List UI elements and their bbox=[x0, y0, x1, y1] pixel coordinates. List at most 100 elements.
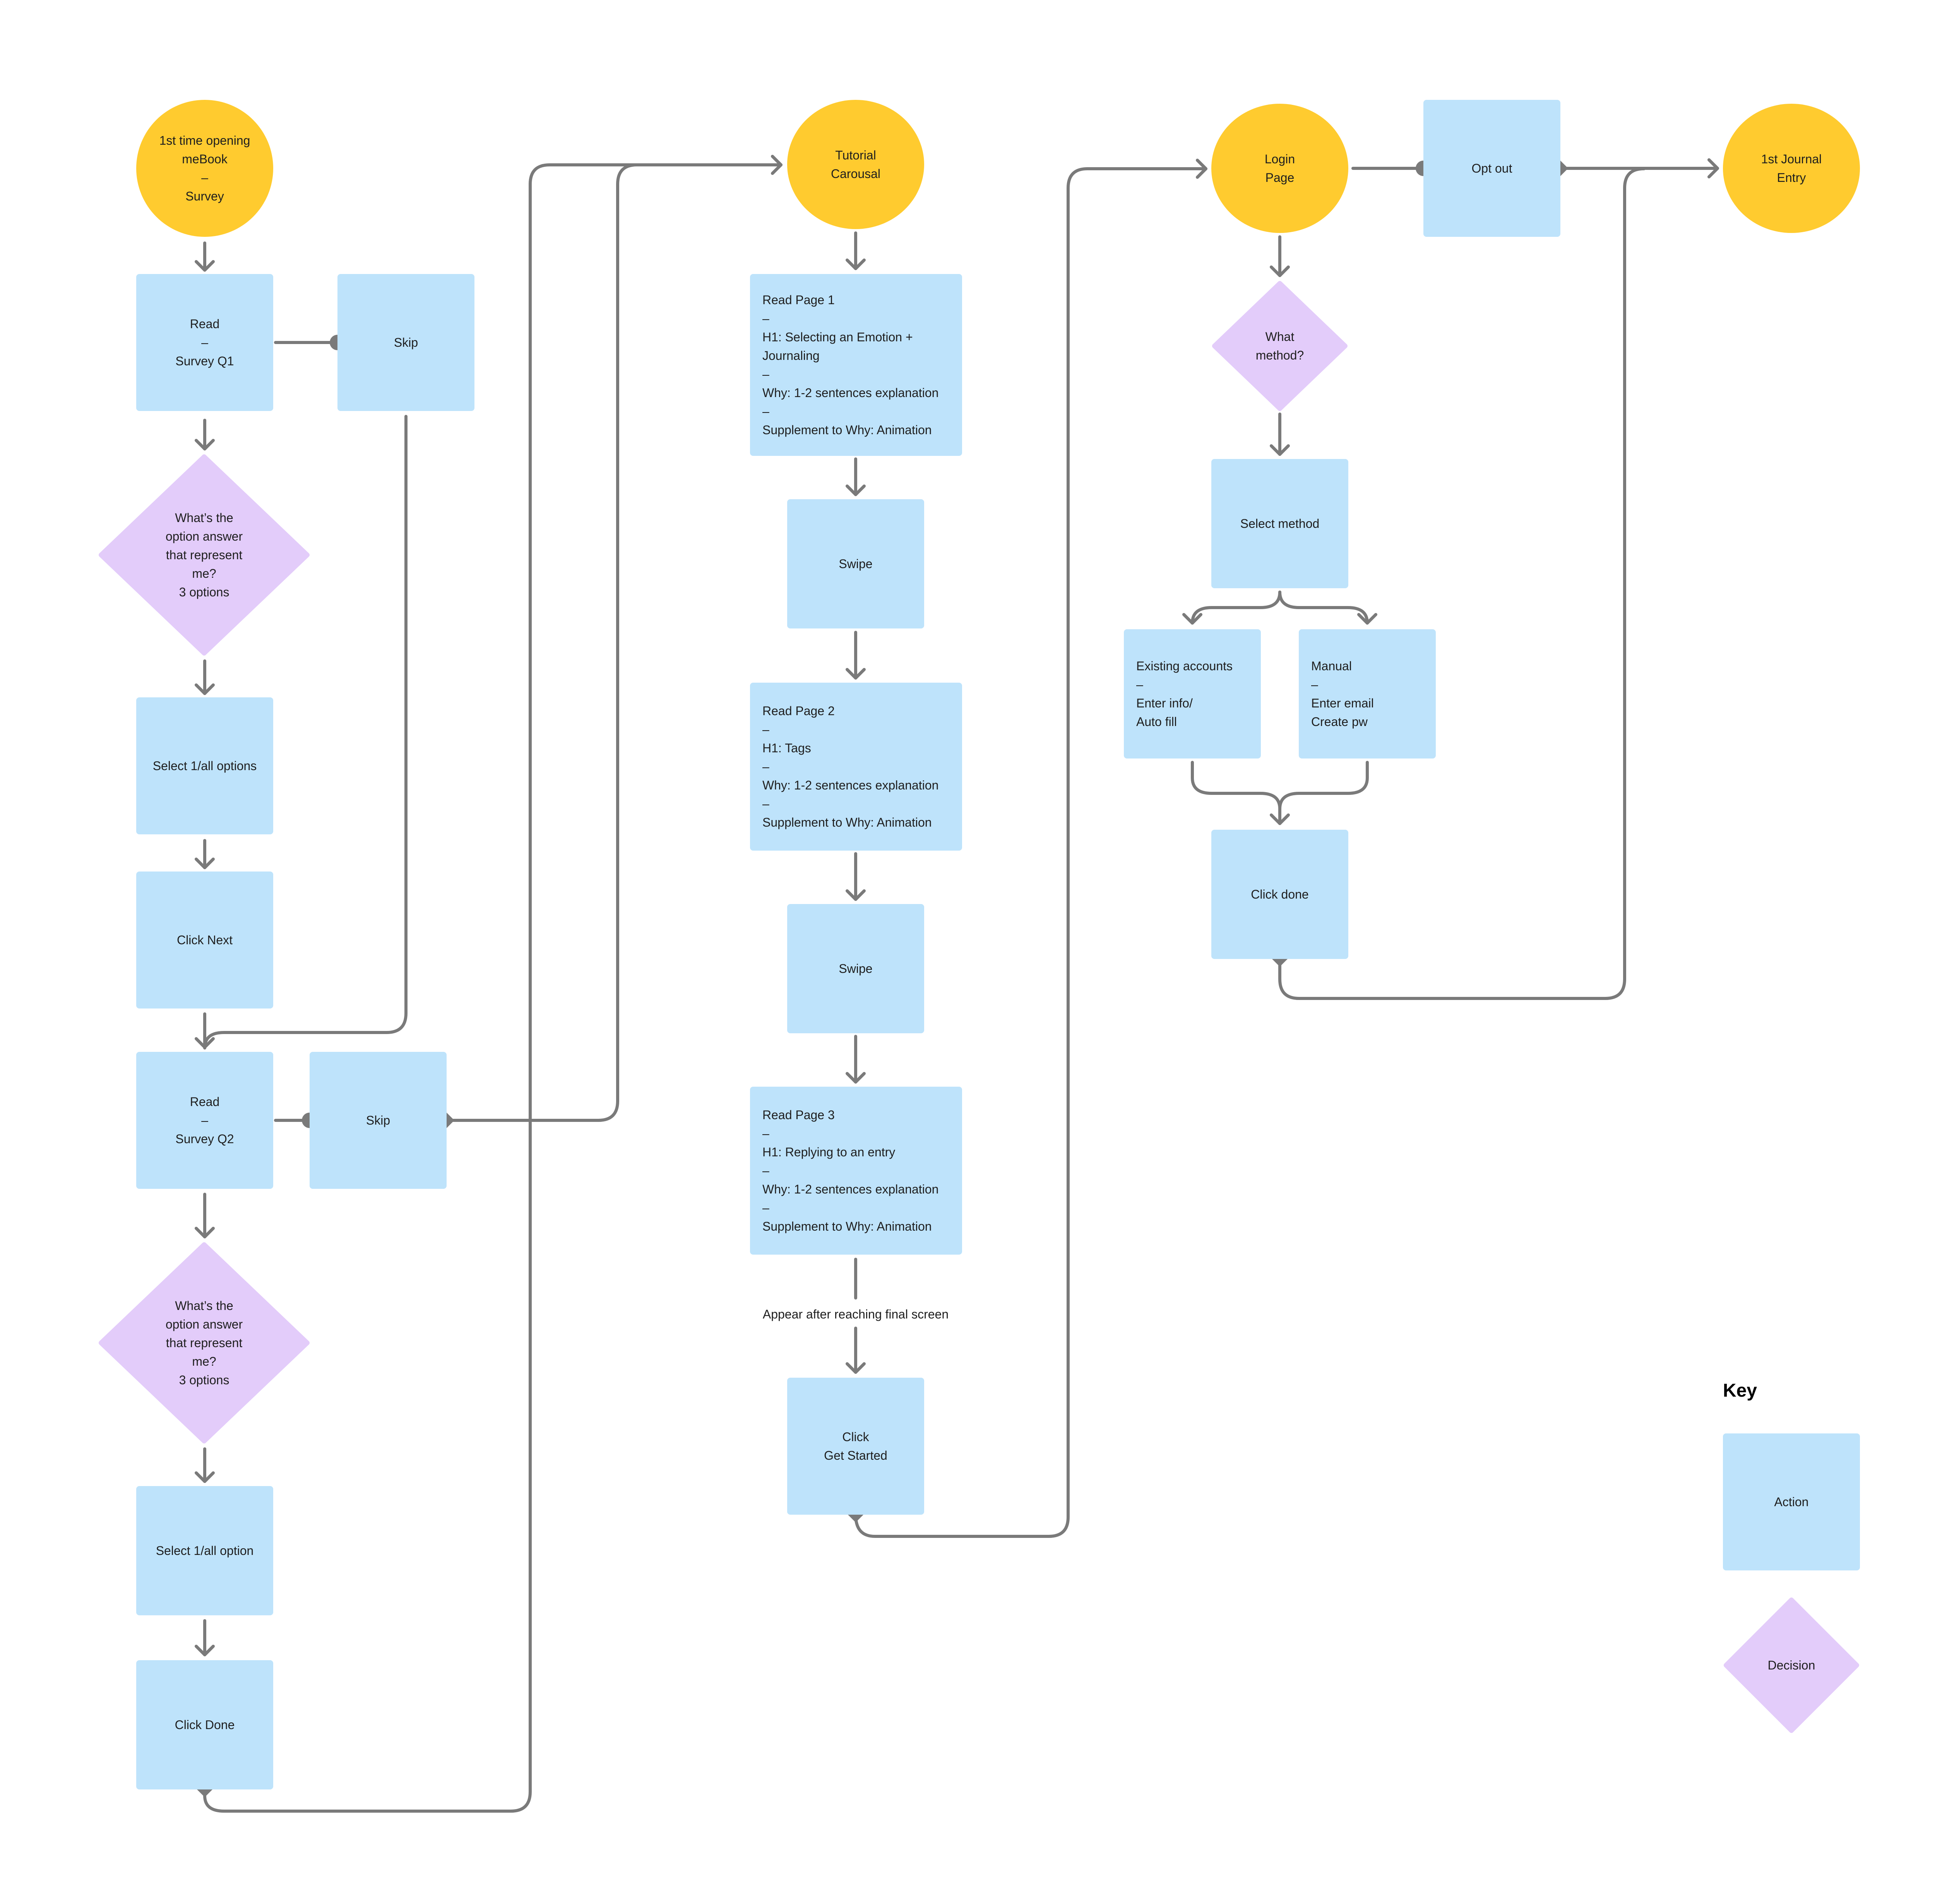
label-line: Click Next bbox=[176, 933, 233, 947]
label-line: – bbox=[762, 1127, 769, 1140]
label-line: Create pw bbox=[1311, 715, 1368, 729]
line-done-login-to-journal bbox=[1278, 167, 1646, 1000]
existing-accounts-label: Existing accounts–Enter info/Auto fill bbox=[1124, 629, 1261, 759]
label-line: method? bbox=[1255, 348, 1304, 362]
skip-q2-box: Skip bbox=[310, 1052, 447, 1189]
select-method-label: Select method bbox=[1211, 459, 1348, 588]
label-line: – bbox=[1311, 678, 1318, 692]
label-line: Existing accounts bbox=[1136, 659, 1233, 673]
label-line: 1st Journal bbox=[1761, 152, 1822, 166]
arrowhead bbox=[846, 889, 866, 901]
label-line: Select 1/all options bbox=[152, 759, 257, 773]
label-line: Supplement to Why: Animation bbox=[762, 423, 932, 437]
label-line: Swipe bbox=[839, 962, 873, 976]
read-survey-q2-box: Read–Survey Q2 bbox=[136, 1052, 273, 1189]
label-line: 3 options bbox=[179, 585, 229, 599]
select-method-box: Select method bbox=[1211, 459, 1348, 588]
swipe-2-box: Swipe bbox=[787, 904, 924, 1033]
label-line: Survey bbox=[185, 189, 224, 203]
label-line: – bbox=[1136, 678, 1143, 692]
label-line: me? bbox=[192, 567, 216, 580]
label-line: Skip bbox=[366, 1113, 390, 1127]
read-page2-box: Read Page 2–H1: Tags–Why: 1-2 sentences … bbox=[750, 683, 962, 851]
label-line: – bbox=[762, 312, 769, 325]
label-line: Auto fill bbox=[1136, 715, 1177, 729]
label-line: Read Page 1 bbox=[762, 293, 835, 307]
label-line: What bbox=[1265, 330, 1295, 344]
label-line: Survey Q1 bbox=[175, 354, 234, 368]
label-line: that represent bbox=[166, 1336, 243, 1350]
arrowhead bbox=[195, 439, 215, 450]
read-survey-q1-box: Read–Survey Q1 bbox=[136, 274, 273, 411]
arrowhead bbox=[195, 260, 215, 272]
line-merge-right bbox=[1278, 761, 1369, 810]
arrowhead bbox=[846, 1362, 866, 1374]
select-q1-label: Select 1/all options bbox=[136, 697, 273, 834]
label-line: Click Done bbox=[175, 1718, 235, 1732]
key-decision-label: Decision bbox=[1723, 1597, 1860, 1734]
line-branch-left bbox=[1191, 591, 1281, 625]
label-line: Entry bbox=[1777, 171, 1806, 185]
label-line: Why: 1-2 sentences explanation bbox=[762, 386, 939, 400]
arrowhead bbox=[846, 1072, 866, 1084]
label-line: Skip bbox=[394, 336, 418, 349]
arrowhead bbox=[846, 485, 866, 496]
label-line: Page bbox=[1265, 171, 1295, 185]
arrowhead bbox=[771, 155, 783, 175]
label-line: Decision bbox=[1767, 1658, 1815, 1672]
read-survey-q2-label: Read–Survey Q2 bbox=[136, 1052, 273, 1189]
swipe-1-label: Swipe bbox=[787, 499, 924, 628]
label-line: option answer bbox=[165, 1317, 243, 1331]
label-line: Carousal bbox=[831, 167, 881, 181]
label-line: Opt out bbox=[1471, 161, 1512, 175]
arrowhead bbox=[1357, 613, 1377, 625]
decision-method-diamond: What method? bbox=[1211, 280, 1348, 412]
swipe-1-box: Swipe bbox=[787, 499, 924, 628]
arrowhead bbox=[1182, 613, 1202, 625]
label-line: Read bbox=[190, 317, 220, 331]
label-line: – bbox=[762, 797, 769, 811]
label-line: 3 options bbox=[179, 1373, 229, 1387]
read-page3-label: Read Page 3–H1: Replying to an entry–Why… bbox=[750, 1087, 962, 1255]
label-line: Read Page 3 bbox=[762, 1108, 835, 1122]
line-branch-right bbox=[1278, 591, 1369, 625]
read-page2-label: Read Page 2–H1: Tags–Why: 1-2 sentences … bbox=[750, 683, 962, 851]
key-title: Key bbox=[1723, 1380, 1757, 1401]
decision-method-shape bbox=[1212, 281, 1348, 411]
label-line: Click done bbox=[1251, 887, 1309, 901]
arrowhead bbox=[195, 1471, 215, 1483]
decision-q2-shape bbox=[99, 1242, 310, 1443]
label-line: – bbox=[201, 171, 208, 185]
label-line: me? bbox=[192, 1354, 216, 1368]
label-line: – bbox=[762, 1164, 769, 1178]
label-line: Read bbox=[190, 1095, 220, 1109]
click-done-survey-label: Click Done bbox=[136, 1660, 273, 1789]
skip-q1-label: Skip bbox=[337, 274, 474, 411]
select-q2-label: Select 1/all option bbox=[136, 1486, 273, 1615]
label-line: Swipe bbox=[839, 557, 873, 571]
label-line: H1: Selecting an Emotion + bbox=[762, 330, 913, 344]
select-q2-box: Select 1/all option bbox=[136, 1486, 273, 1615]
skip-q2-label: Skip bbox=[310, 1052, 447, 1189]
label-line: Click bbox=[842, 1430, 869, 1444]
key-decision-diamond: Decision bbox=[1723, 1597, 1860, 1734]
read-page1-label: Read Page 1–H1: Selecting an Emotion +Jo… bbox=[750, 274, 962, 456]
swipe-2-label: Swipe bbox=[787, 904, 924, 1033]
arrowhead bbox=[195, 1227, 215, 1238]
decision-method-label: What method? bbox=[1211, 280, 1348, 412]
skip-q1-box: Skip bbox=[337, 274, 474, 411]
label-line: meBook bbox=[182, 152, 228, 166]
arrowhead bbox=[846, 668, 866, 680]
line-get-started-to-login bbox=[854, 167, 1207, 1538]
arrowhead bbox=[1270, 265, 1290, 277]
label-line: Login bbox=[1264, 152, 1295, 166]
click-done-login-box: Click done bbox=[1211, 830, 1348, 959]
